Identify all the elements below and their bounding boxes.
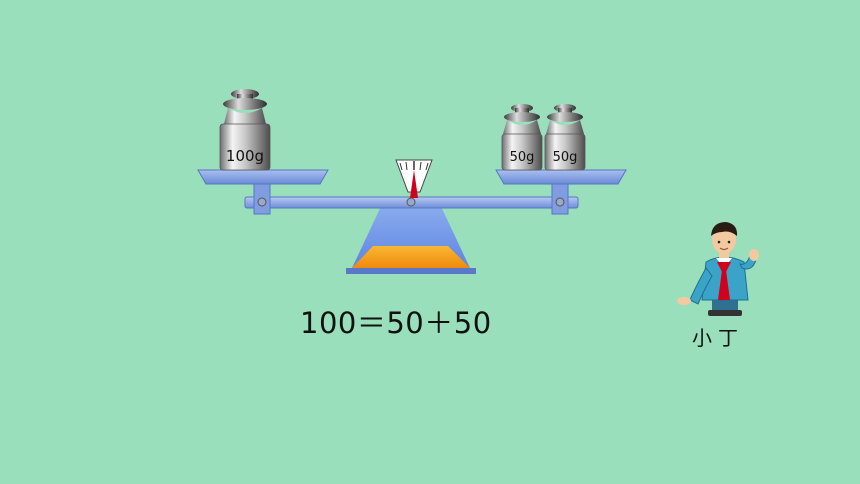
needle-icon [410, 170, 418, 198]
weight-50g-icon: 50g [501, 104, 543, 171]
right-pan [495, 169, 627, 185]
weight-right-label-1: 50g [510, 150, 535, 165]
pointer-dial [395, 159, 433, 198]
weight-100g-icon: 100g [219, 89, 271, 171]
weight-right-label-2: 50g [553, 150, 578, 165]
weight-left-label: 100g [226, 147, 264, 165]
weight-50g-icon: 50g [544, 104, 586, 171]
scale-beam [244, 182, 579, 215]
boy-character-icon [677, 222, 759, 316]
left-pan [197, 169, 329, 185]
scale-base [346, 198, 476, 274]
equation-text: 100＝50＋50 [300, 306, 492, 340]
character-name: 小丁 [692, 326, 744, 350]
